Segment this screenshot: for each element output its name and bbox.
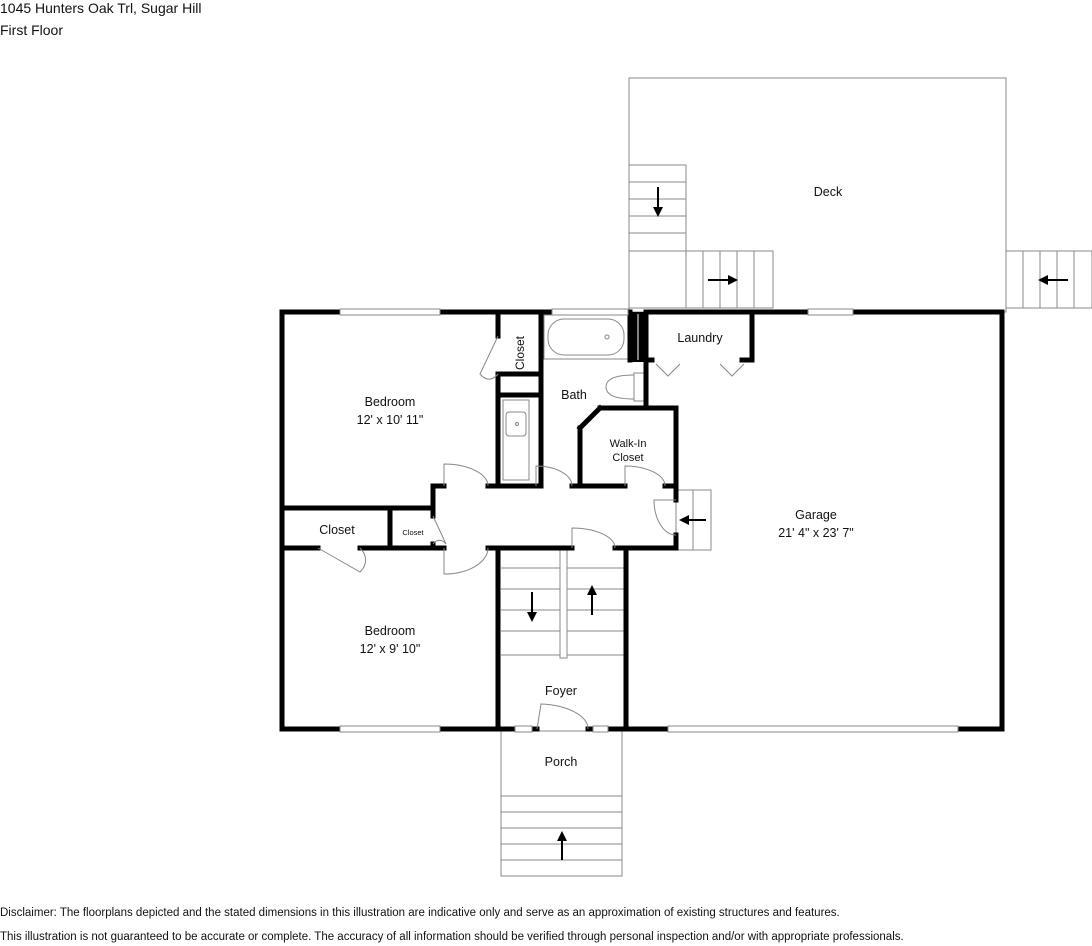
laundry-label: Laundry [677, 331, 723, 345]
windows [339, 308, 959, 733]
deck-label: Deck [814, 185, 843, 199]
address-title: 1045 Hunters Oak Trl, Sugar Hill [0, 0, 202, 16]
doors [317, 335, 745, 730]
bedroom1-dims: 12' x 10' 11" [357, 413, 424, 427]
garage-label: Garage [795, 508, 837, 522]
garage-dims: 21' 4" x 23' 7" [778, 526, 854, 540]
bedroom2-label: Bedroom [365, 624, 416, 638]
deck-stairs-right [1005, 250, 1092, 309]
chimney [628, 312, 648, 362]
disclaimer-line-2: This illustration is not guaranteed to b… [0, 931, 904, 943]
closet-small-label: Closet [402, 528, 424, 537]
closet-left-label: Closet [319, 523, 355, 537]
bath-label: Bath [561, 388, 587, 402]
interior-stairs [501, 549, 624, 659]
deck-stairs-left [628, 164, 687, 309]
walls [279, 309, 1005, 732]
closet-upper-label: Closet [513, 335, 527, 370]
bedroom2-dims: 12' x 9' 10" [360, 642, 421, 656]
floor-title: First Floor [0, 22, 63, 38]
bedroom1-label: Bedroom [365, 395, 416, 409]
walkin-label-1: Walk-In [610, 438, 647, 450]
porch-label: Porch [545, 755, 578, 769]
bathtub-icon [543, 314, 629, 360]
walkin-label-2: Closet [612, 452, 643, 464]
toilet-icon [605, 372, 645, 402]
sink-icon [502, 399, 530, 481]
foyer-label: Foyer [545, 684, 577, 698]
disclaimer-line-1: Disclaimer: The floorplans depicted and … [0, 907, 840, 919]
